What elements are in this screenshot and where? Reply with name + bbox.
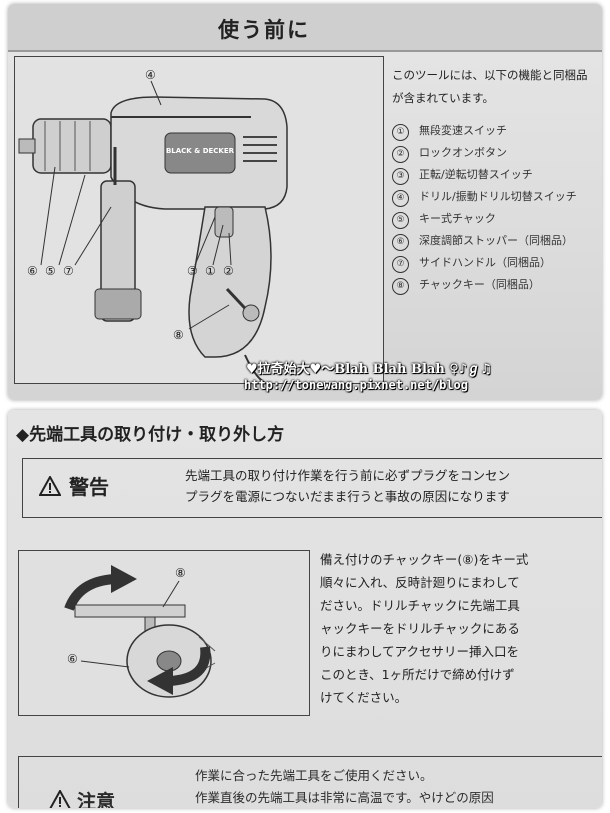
instruction-line: けてください。	[320, 690, 408, 705]
warning-triangle-icon	[38, 474, 62, 496]
feature-number: ②	[392, 146, 409, 163]
callout-6: ⑥	[27, 264, 38, 278]
watermark-title: ♥拉奇始大♥～Blah Blah Blah ♀♪ℊ♫	[246, 362, 492, 377]
trigger-shape	[214, 206, 234, 238]
feature-label: ロックオンボタン	[419, 146, 507, 159]
page-title: 使う前に	[218, 18, 310, 42]
top-page-photo: 使う前に BLACK & DECKER	[8, 4, 602, 400]
instruction-line: ャックキーをドリルチャックにある	[320, 621, 520, 636]
header-bar: 使う前に	[8, 4, 602, 52]
callout-7: ⑦	[63, 264, 74, 278]
callout-2: ②	[223, 264, 234, 278]
feature-label: キー式チャック	[419, 212, 496, 225]
feature-number: ⑧	[392, 278, 409, 295]
callout-1: ①	[205, 264, 216, 278]
caution-label: 注意	[77, 791, 116, 808]
watermark-url: http://tonewang.pixnet.net/blog	[244, 378, 468, 392]
feature-label: 正転/逆転切替スイッチ	[419, 168, 533, 181]
brand-logo: BLACK & DECKER	[166, 147, 235, 155]
callout-6: ⑥	[67, 652, 78, 666]
section-title: ◆先端工具の取り付け・取り外し方	[16, 425, 285, 445]
rotate-arrow-top	[64, 574, 116, 611]
warning-label: 警告	[69, 475, 109, 499]
drill-figure: BLACK & DECKER	[14, 56, 384, 384]
feature-item: ⑤ キー式チャック	[392, 210, 496, 229]
instruction-text: 備え付けのチャックキー(⑧)をキー式 順々に入れ、反時計廻りにまわして ださい。…	[320, 548, 528, 709]
chuck-key-bar	[74, 604, 186, 618]
callout-4: ④	[145, 68, 156, 82]
feature-item: ④ ドリル/振動ドリル切替スイッチ	[392, 188, 577, 207]
feature-number: ①	[392, 124, 409, 141]
caution-box: 注意 作業に合った先端工具をご使用ください。 作業直後の先端工具は非常に高温です…	[18, 756, 602, 808]
feature-number: ⑥	[392, 234, 409, 251]
chuck-key-figure: ⑧ ⑥	[18, 550, 310, 716]
feature-label: 無段変速スイッチ	[419, 124, 507, 137]
callout-8: ⑧	[175, 566, 186, 580]
feature-label: 深度調節ストッパー（同梱品）	[419, 234, 573, 247]
chuck-key-illustration: ⑧ ⑥	[64, 565, 216, 698]
warning-heading: 警告	[38, 471, 109, 500]
feature-item: ① 無段変速スイッチ	[392, 122, 507, 141]
caution-triangle-icon	[49, 788, 71, 808]
feature-item: ③ 正転/逆転切替スイッチ	[392, 166, 533, 185]
callout-3: ③	[187, 264, 198, 278]
instruction-line: 順々に入れ、反時計廻りにまわして	[320, 575, 520, 590]
brand-plate	[164, 132, 236, 174]
warning-line: 先端工具の取り付け作業を行う前に必ずプラグをコンセン	[185, 468, 511, 483]
feature-number: ⑦	[392, 256, 409, 273]
side-handle-shape	[100, 180, 136, 322]
feature-label: サイドハンドル（同梱品）	[419, 256, 551, 269]
instruction-line: 備え付けのチャックキー(⑧)をキー式	[320, 552, 529, 567]
callout-8: ⑧	[173, 328, 184, 342]
instruction-line: ださい。ドリルチャックに先端工具	[320, 598, 520, 613]
drill-illustration: BLACK & DECKER	[18, 68, 288, 384]
feature-item: ⑦ サイドハンドル（同梱品）	[392, 254, 551, 273]
feature-label: ドリル/振動ドリル切替スイッチ	[419, 190, 577, 203]
caution-line: 作業直後の先端工具は非常に高温です。やけどの原因	[195, 790, 494, 805]
feature-label: チャックキー（同梱品）	[419, 278, 540, 291]
instruction-line: りにまわしてアクセサリー挿入口を	[320, 644, 520, 659]
intro-text: このツールには、以下の機能と同梱品が含まれています。	[392, 68, 588, 105]
instruction-line: このとき、1ヶ所だけで締め付けず	[320, 667, 515, 682]
feature-number: ③	[392, 168, 409, 185]
feature-number: ⑤	[392, 212, 409, 229]
callout-5: ⑤	[45, 264, 56, 278]
caution-line: 作業に合った先端工具をご使用ください。	[195, 768, 433, 783]
warning-line: プラグを電源につないだまま行うと事故の原因になります	[185, 489, 510, 504]
feature-item: ⑧ チャックキー（同梱品）	[392, 276, 540, 295]
caution-text: 作業に合った先端工具をご使用ください。 作業直後の先端工具は非常に高温です。やけ…	[195, 765, 494, 808]
bottom-page-photo: ◆先端工具の取り付け・取り外し方 警告 先端工具の取り付け作業を行う前に必ずプラ…	[8, 410, 602, 808]
feature-item: ② ロックオンボタン	[392, 144, 507, 163]
caution-heading: 注意	[49, 787, 115, 808]
rotate-arrow-bottom	[168, 646, 211, 686]
warning-box: 警告 先端工具の取り付け作業を行う前に必ずプラグをコンセン プラグを電源につない…	[22, 458, 602, 518]
feature-number: ④	[392, 190, 409, 207]
feature-item: ⑥ 深度調節ストッパー（同梱品）	[392, 232, 573, 251]
warning-text: 先端工具の取り付け作業を行う前に必ずプラグをコンセン プラグを電源につないだまま…	[185, 465, 510, 507]
